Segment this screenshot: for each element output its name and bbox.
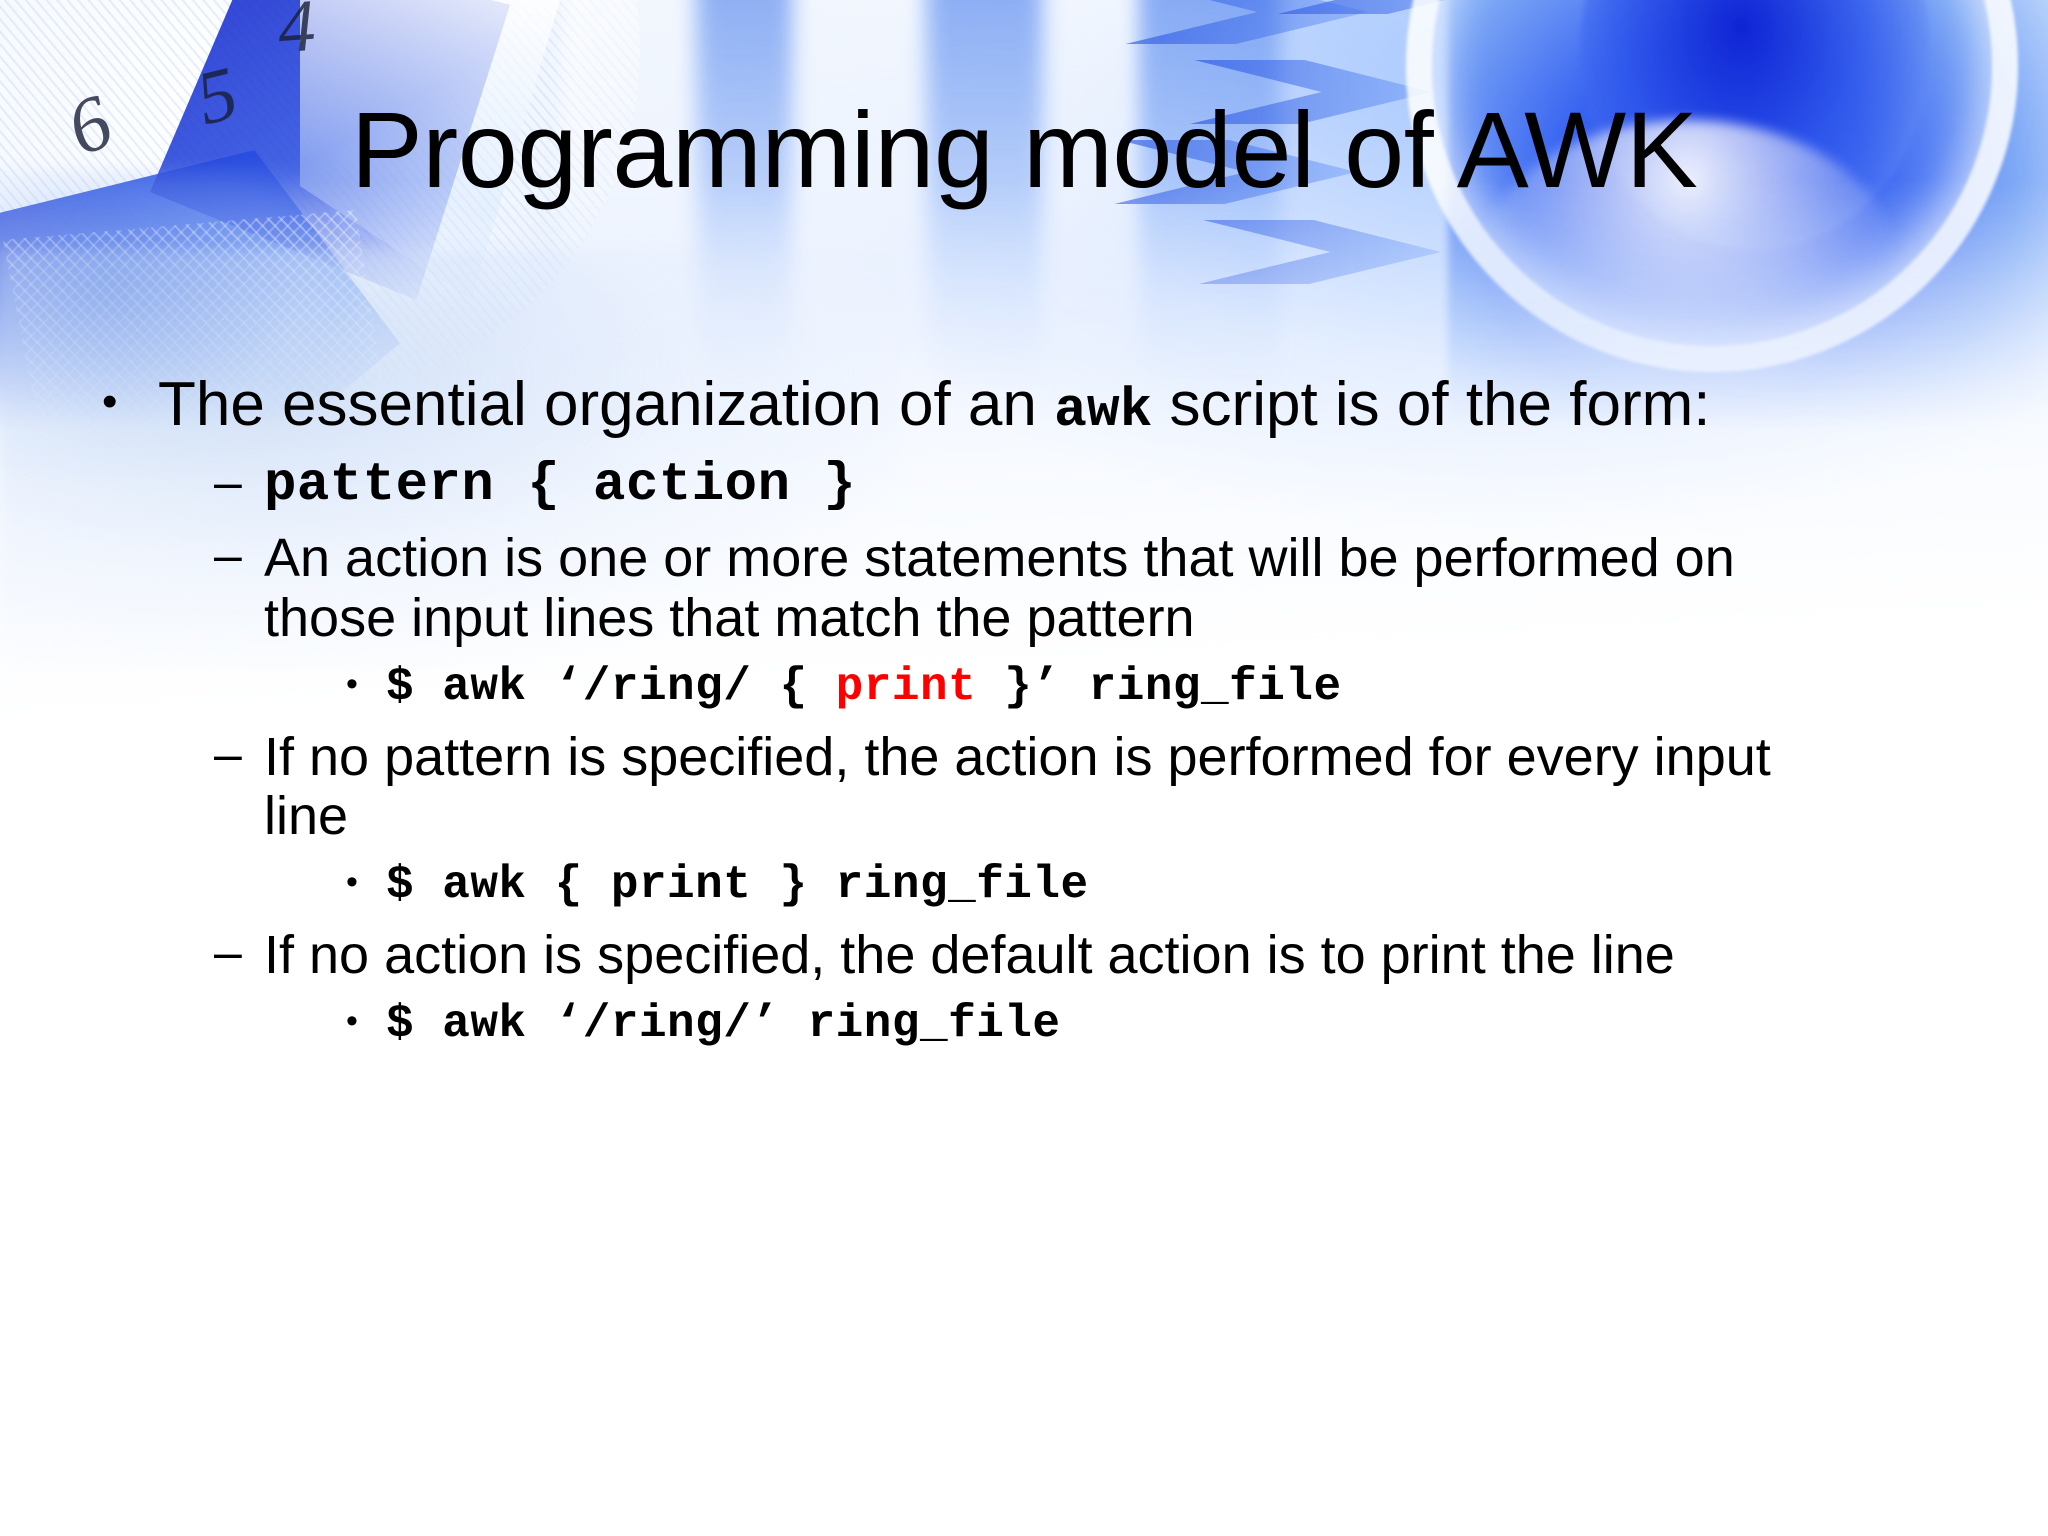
code-example-1: $ awk ‘/ring/ { print }’ ring_file: [386, 661, 1986, 714]
dash-bullet-icon: –: [214, 923, 242, 980]
background-bleed-secondary-graphic: [0, 170, 360, 470]
dash-bullet-icon: –: [214, 725, 242, 782]
bullet-level1-text: The essential organization of an awk scr…: [158, 370, 1808, 442]
slide-body: • The essential organization of an awk s…: [96, 370, 1986, 1051]
code-pattern-action: pattern { action }: [264, 454, 857, 516]
bullet-level2-pattern-action: – pattern { action }: [214, 453, 1986, 516]
code-example-3-prefix: $ awk ‘/ring/’ ring_file: [386, 998, 1061, 1051]
bullet-level3-example-ring-only: • $ awk ‘/ring/’ ring_file: [346, 999, 1986, 1051]
bullet-dot-icon: •: [346, 863, 358, 902]
dash-bullet-icon: –: [214, 527, 242, 584]
bullet-level1: • The essential organization of an awk s…: [96, 370, 1986, 442]
bullet-dot-icon: •: [346, 1002, 358, 1041]
code-example-3: $ awk ‘/ring/’ ring_file: [386, 999, 1986, 1051]
bullet-level2-no-action: – If no action is specified, the default…: [214, 923, 1986, 985]
bullet-dot-icon: •: [102, 377, 118, 426]
code-example-1-suffix: }’ ring_file: [976, 661, 1342, 714]
bullet-level2-no-pattern: – If no pattern is specified, the action…: [214, 725, 1986, 847]
background-bleed-graphic: [0, 250, 900, 670]
bullet-level1-text-after: script is of the form:: [1152, 370, 1711, 439]
bullet-level2-text: An action is one or more statements that…: [264, 528, 1735, 648]
bullet-dot-icon: •: [346, 665, 358, 704]
bullet-level2-text: If no action is specified, the default a…: [264, 924, 1675, 985]
code-example-1-prefix: $ awk ‘/ring/ {: [386, 661, 836, 714]
code-keyword-print: print: [835, 661, 977, 714]
bullet-level2-text: If no pattern is specified, the action i…: [264, 726, 1771, 846]
bullet-level2-action-definition: – An action is one or more statements th…: [214, 529, 1986, 648]
bullet-level3-example-ring-print: • $ awk ‘/ring/ { print }’ ring_file: [346, 661, 1986, 714]
bullet-level3-example-print-all: • $ awk { print } ring_file: [346, 860, 1986, 912]
slide-title: Programming model of AWK: [350, 89, 1698, 210]
inline-code-awk: awk: [1054, 381, 1153, 442]
code-example-2: $ awk { print } ring_file: [386, 860, 1986, 912]
dash-bullet-icon: –: [214, 453, 242, 510]
code-example-2-prefix: $ awk { print } ring_file: [386, 859, 1089, 912]
bullet-level1-text-before: The essential organization of an: [158, 370, 1055, 439]
